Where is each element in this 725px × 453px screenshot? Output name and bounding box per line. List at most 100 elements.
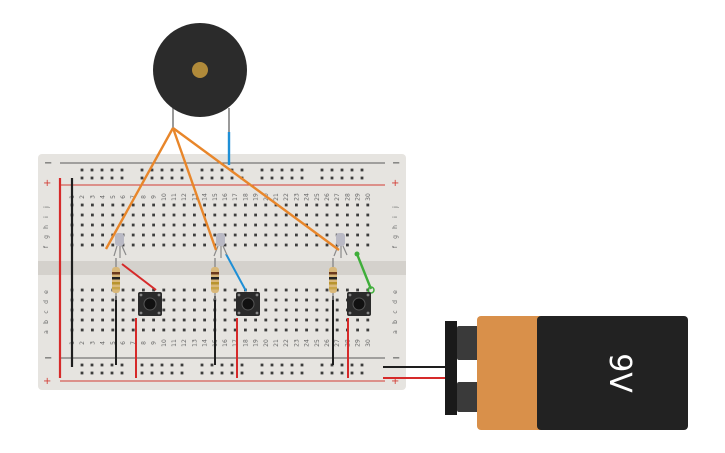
breadboard-hole: [274, 308, 278, 312]
row-letter-right: j: [392, 206, 399, 209]
rail-hole: [160, 363, 164, 367]
column-number-top: 10: [161, 193, 168, 201]
breadboard-hole: [101, 243, 104, 247]
breadboard-hole: [244, 213, 247, 217]
breadboard-hole: [346, 243, 349, 247]
breadboard-hole: [295, 288, 298, 292]
breadboard-center-channel: [38, 261, 406, 275]
breadboard-hole: [295, 328, 298, 332]
breadboard-hole: [172, 308, 176, 312]
column-number-bottom: 2: [79, 341, 86, 345]
breadboard-hole: [111, 223, 115, 227]
breadboard-hole: [203, 243, 206, 247]
breadboard-hole: [305, 213, 308, 217]
breadboard-hole: [233, 243, 237, 247]
column-number-top: 27: [334, 193, 341, 201]
breadboard-hole: [182, 203, 186, 207]
breadboard-hole: [254, 233, 257, 237]
breadboard-hole: [335, 308, 339, 312]
breadboard-hole: [233, 288, 237, 292]
breadboard-hole: [152, 213, 155, 217]
battery-body: [537, 316, 688, 430]
column-number-top: 2: [79, 195, 86, 199]
breadboard-hole: [172, 213, 176, 217]
breadboard-hole: [193, 213, 196, 217]
breadboard-hole: [264, 233, 268, 237]
breadboard-hole: [244, 328, 247, 332]
breadboard-hole: [274, 223, 278, 227]
breadboard-hole: [244, 243, 247, 247]
battery-terminal-top: [457, 326, 479, 360]
rail-hole: [170, 363, 174, 367]
column-number-bottom: 11: [171, 339, 178, 347]
breadboard-hole: [172, 203, 176, 207]
breadboard-hole: [315, 223, 319, 227]
breadboard-hole: [305, 318, 308, 322]
breadboard-hole: [325, 318, 329, 322]
breadboard-hole: [284, 213, 288, 217]
breadboard-hole: [356, 203, 359, 207]
breadboard-hole: [223, 298, 227, 302]
row-letter-right: c: [392, 310, 399, 313]
rail-hole: [360, 168, 364, 172]
pushbuttons: [138, 292, 371, 316]
breadboard-hole: [295, 233, 298, 237]
rail-hole: [290, 168, 294, 172]
breadboard-hole: [142, 213, 145, 217]
row-letter-left: g: [43, 235, 50, 239]
breadboard-hole: [223, 233, 227, 237]
breadboard-hole: [91, 243, 94, 247]
breadboard-hole: [182, 298, 186, 302]
rail-hole: [80, 363, 84, 367]
rail-hole: [110, 363, 114, 367]
rail-hole: [90, 371, 94, 375]
breadboard-hole: [91, 318, 94, 322]
breadboard-hole: [284, 318, 288, 322]
rail-hole: [150, 176, 154, 180]
breadboard-hole: [101, 288, 104, 292]
top-rail-plus-label-left: +: [43, 178, 51, 189]
wire-green-end-top: [354, 251, 360, 257]
column-number-top: 17: [232, 193, 239, 201]
wire-orange-led3: [172, 127, 340, 251]
breadboard-hole: [244, 203, 247, 207]
rail-hole: [210, 371, 214, 375]
rail-hole: [360, 371, 364, 375]
breadboard-hole: [80, 318, 84, 322]
breadboard-hole: [203, 223, 206, 227]
breadboard-hole: [172, 243, 176, 247]
breadboard-hole: [325, 213, 329, 217]
column-number-top: 23: [293, 193, 300, 201]
breadboard-hole: [80, 203, 84, 207]
breadboard-hole: [295, 223, 298, 227]
rail-hole: [270, 363, 274, 367]
breadboard-hole: [80, 308, 84, 312]
breadboard-hole: [315, 288, 319, 292]
rail-hole: [270, 168, 274, 172]
breadboard-hole: [111, 318, 115, 322]
rail-hole: [360, 363, 364, 367]
breadboard-hole: [284, 203, 288, 207]
rail-hole: [260, 371, 264, 375]
breadboard-hole: [80, 288, 84, 292]
breadboard-hole: [80, 233, 84, 237]
breadboard-hole: [193, 308, 196, 312]
breadboard-hole: [131, 328, 135, 332]
column-number-top: 28: [344, 193, 351, 201]
breadboard-hole: [346, 213, 349, 217]
column-number-top: 16: [222, 193, 229, 201]
wire-orange-led1: [104, 127, 175, 250]
rail-hole: [220, 176, 224, 180]
breadboard-hole: [274, 233, 278, 237]
rail-hole: [240, 371, 244, 375]
breadboard-hole: [356, 233, 359, 237]
rail-hole: [110, 176, 114, 180]
breadboard-hole: [315, 318, 319, 322]
breadboard-hole: [295, 243, 298, 247]
breadboard-hole: [233, 223, 237, 227]
rail-hole: [260, 176, 264, 180]
rail-hole: [200, 176, 204, 180]
bottom-rail-plus-label-right: +: [391, 376, 399, 387]
breadboard-hole: [131, 298, 135, 302]
breadboard-hole: [203, 288, 206, 292]
